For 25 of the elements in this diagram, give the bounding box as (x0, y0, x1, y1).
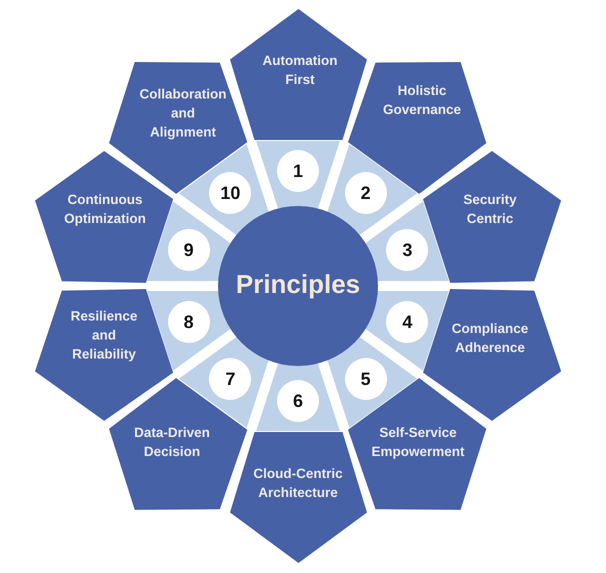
step-number: 8 (184, 312, 194, 332)
principle-label: Security Centric (463, 190, 517, 228)
step-number: 3 (402, 240, 412, 260)
principle-label: Resilience and Reliability (70, 307, 138, 364)
pentagon-panel (423, 289, 562, 422)
step-number: 5 (360, 369, 371, 390)
principle-label: Data-Driven Decision (133, 424, 211, 461)
pentagon-panel (423, 150, 562, 283)
principle-label: Continuous Optimization (64, 190, 146, 228)
principle-label: Automation First (262, 52, 338, 89)
center-title: Principles (236, 269, 360, 299)
step-number: 4 (402, 312, 412, 332)
principle-label: Holistic Governance (382, 82, 461, 119)
principle-label: Compliance Adherence (452, 320, 528, 357)
principle-label: Cloud-Centric Architecture (253, 465, 343, 502)
step-number: 2 (360, 182, 371, 203)
pentagon-panel (34, 289, 173, 422)
principle-label: Self-Service Empowerment (371, 424, 464, 461)
step-number: 1 (292, 161, 303, 181)
pentagon-panel (34, 150, 173, 283)
step-number: 9 (184, 240, 194, 260)
step-number: 6 (292, 391, 303, 411)
principle-label: Collaboration and Alignment (139, 85, 226, 142)
step-number: 10 (220, 182, 240, 203)
step-number: 7 (225, 369, 236, 390)
